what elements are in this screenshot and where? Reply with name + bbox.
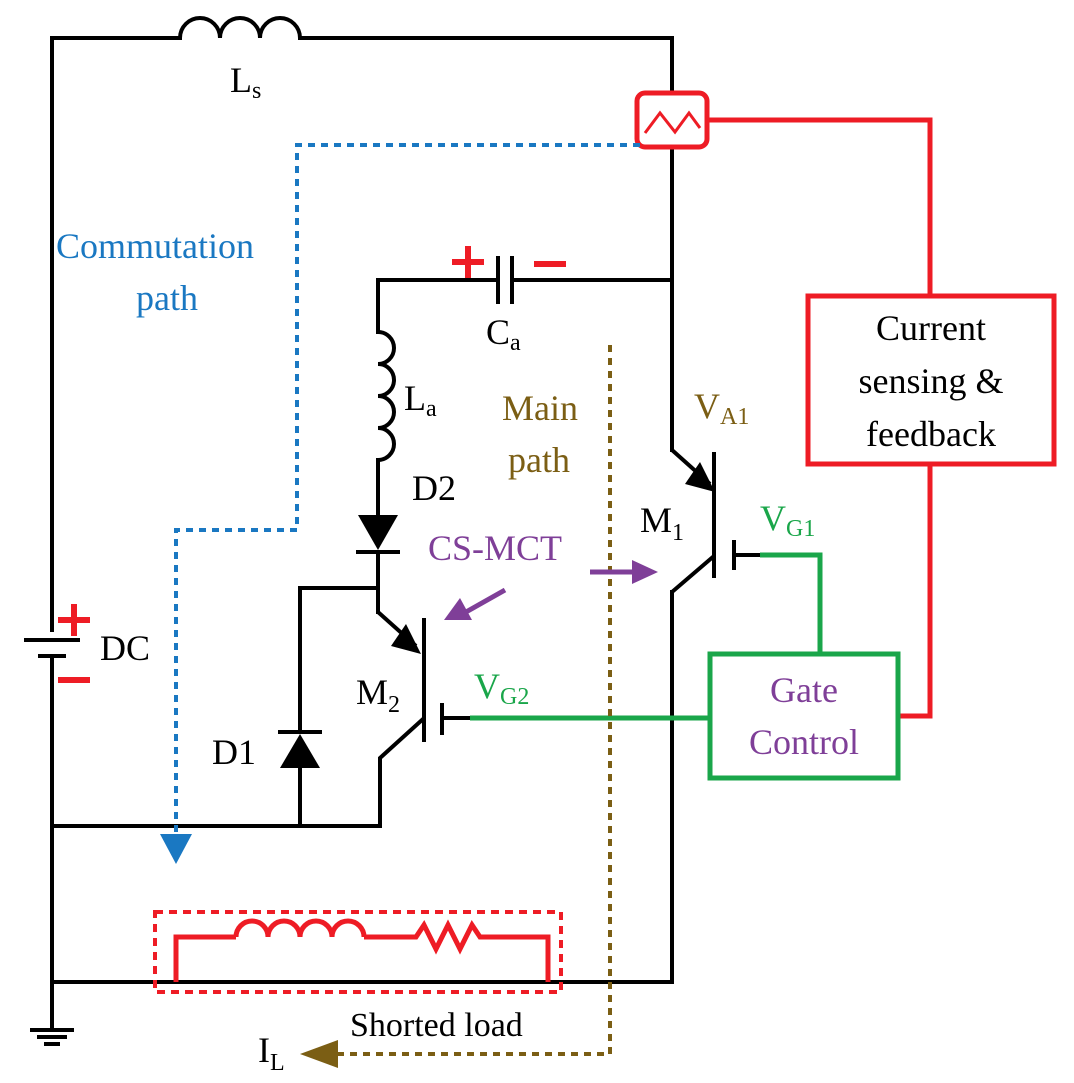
vg2-label: VG2 bbox=[474, 666, 529, 710]
ls-inductor bbox=[177, 16, 303, 41]
va1-label: VA1 bbox=[694, 386, 749, 430]
m2-transistor bbox=[376, 610, 470, 742]
m1-label: M1 bbox=[640, 500, 684, 546]
m2-label: M2 bbox=[356, 672, 400, 718]
d1-diode bbox=[278, 730, 322, 768]
dc-source bbox=[24, 638, 80, 658]
gate-control-label-2: Control bbox=[749, 722, 859, 762]
sense-wiring bbox=[707, 117, 933, 719]
ls-label: Ls bbox=[230, 60, 261, 104]
d2-diode bbox=[356, 515, 400, 554]
current-sensing-label-2: sensing & bbox=[858, 361, 1003, 401]
commutation-label-2: path bbox=[136, 278, 198, 318]
power-wiring bbox=[50, 16, 674, 1032]
vg1-label: VG1 bbox=[760, 498, 815, 542]
load-resistor bbox=[364, 919, 551, 982]
cs-mct-arrows bbox=[444, 560, 658, 620]
il-label: IL bbox=[258, 1030, 285, 1076]
ca-label: Ca bbox=[486, 312, 521, 356]
m1-transistor bbox=[670, 448, 760, 594]
main-path-label-1: Main bbox=[502, 388, 578, 428]
gate-control-box bbox=[707, 651, 901, 781]
current-sensing-label-3: feedback bbox=[866, 414, 996, 454]
ca-polarity bbox=[452, 246, 566, 278]
dc-polarity bbox=[58, 604, 90, 683]
load-inductor bbox=[233, 918, 367, 938]
dc-label: DC bbox=[100, 628, 150, 668]
commutation-path bbox=[160, 143, 640, 864]
shorted-load-label: Shorted load bbox=[350, 1007, 523, 1044]
gate-wiring bbox=[470, 552, 823, 721]
shorted-load bbox=[153, 910, 563, 994]
current-sensor bbox=[634, 90, 710, 150]
ground-symbol bbox=[30, 1028, 74, 1046]
main-path bbox=[300, 345, 612, 1068]
d1-label: D1 bbox=[212, 732, 256, 772]
current-sensing-box bbox=[805, 293, 1057, 467]
main-path-label-2: path bbox=[508, 440, 570, 480]
ca-capacitor bbox=[496, 256, 514, 304]
current-sensing-label-1: Current bbox=[876, 308, 986, 348]
cs-mct-label: CS-MCT bbox=[428, 528, 562, 568]
d2-label: D2 bbox=[412, 468, 456, 508]
commutation-label-1: Commutation bbox=[56, 226, 254, 266]
gate-control-label-1: Gate bbox=[770, 670, 838, 710]
la-label: La bbox=[404, 378, 437, 422]
la-inductor bbox=[375, 329, 396, 463]
